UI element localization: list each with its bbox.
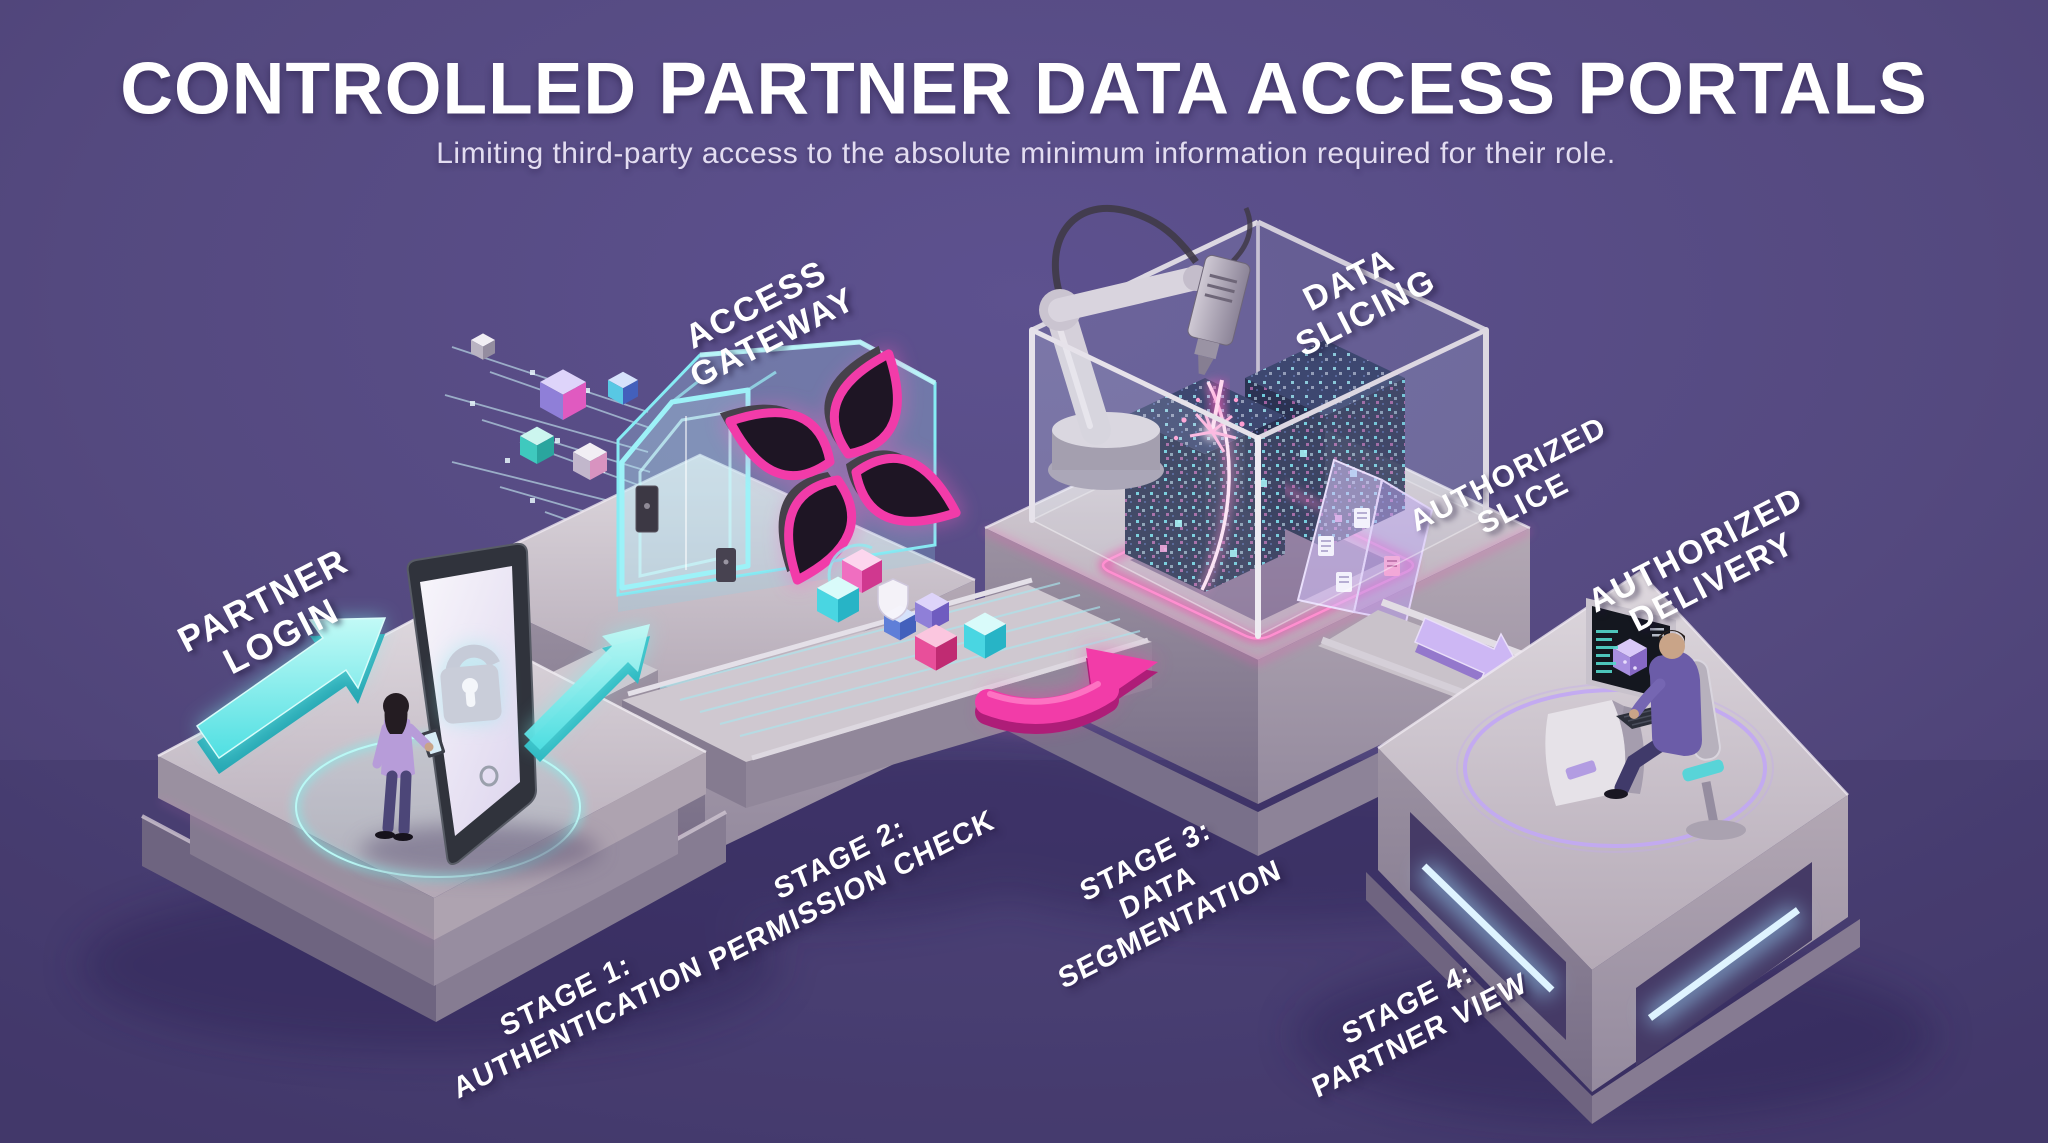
glass-case-front [1029, 327, 1489, 639]
glow-slot-right [1636, 862, 1812, 1066]
page-subtitle: Limiting third-party access to the absol… [436, 137, 1616, 170]
stage2-to-stage3-arrow [975, 648, 1158, 734]
pinwheel-flower-icon [719, 345, 964, 588]
document-icons [1318, 508, 1400, 592]
authentication-tablet [406, 542, 538, 865]
glow-slot-left [1410, 812, 1566, 1040]
authenticating-woman-figure [372, 693, 446, 841]
page-title: CONTROLLED PARTNER DATA ACCESS PORTALS [120, 48, 1928, 130]
robot-arm [1039, 205, 1253, 490]
seated-partner-figure [1604, 630, 1746, 840]
stage4-partner-view-scene [1318, 570, 1860, 1124]
monitor-cube-icon [1613, 638, 1647, 677]
laser-head [1187, 254, 1251, 375]
walkway-conveyor [622, 543, 1158, 808]
authorized-slice-prism [1296, 458, 1434, 624]
padlock-icon [440, 644, 502, 724]
shield-icon [877, 578, 909, 621]
stage1-authentication-scene [141, 542, 727, 1022]
gateway-lock-panel [635, 485, 736, 582]
stage1-to-stage2-arrow [524, 624, 650, 762]
laser-beam [1173, 378, 1245, 453]
data-cube-icons [817, 549, 1006, 671]
partner-login-arrow [195, 617, 387, 774]
